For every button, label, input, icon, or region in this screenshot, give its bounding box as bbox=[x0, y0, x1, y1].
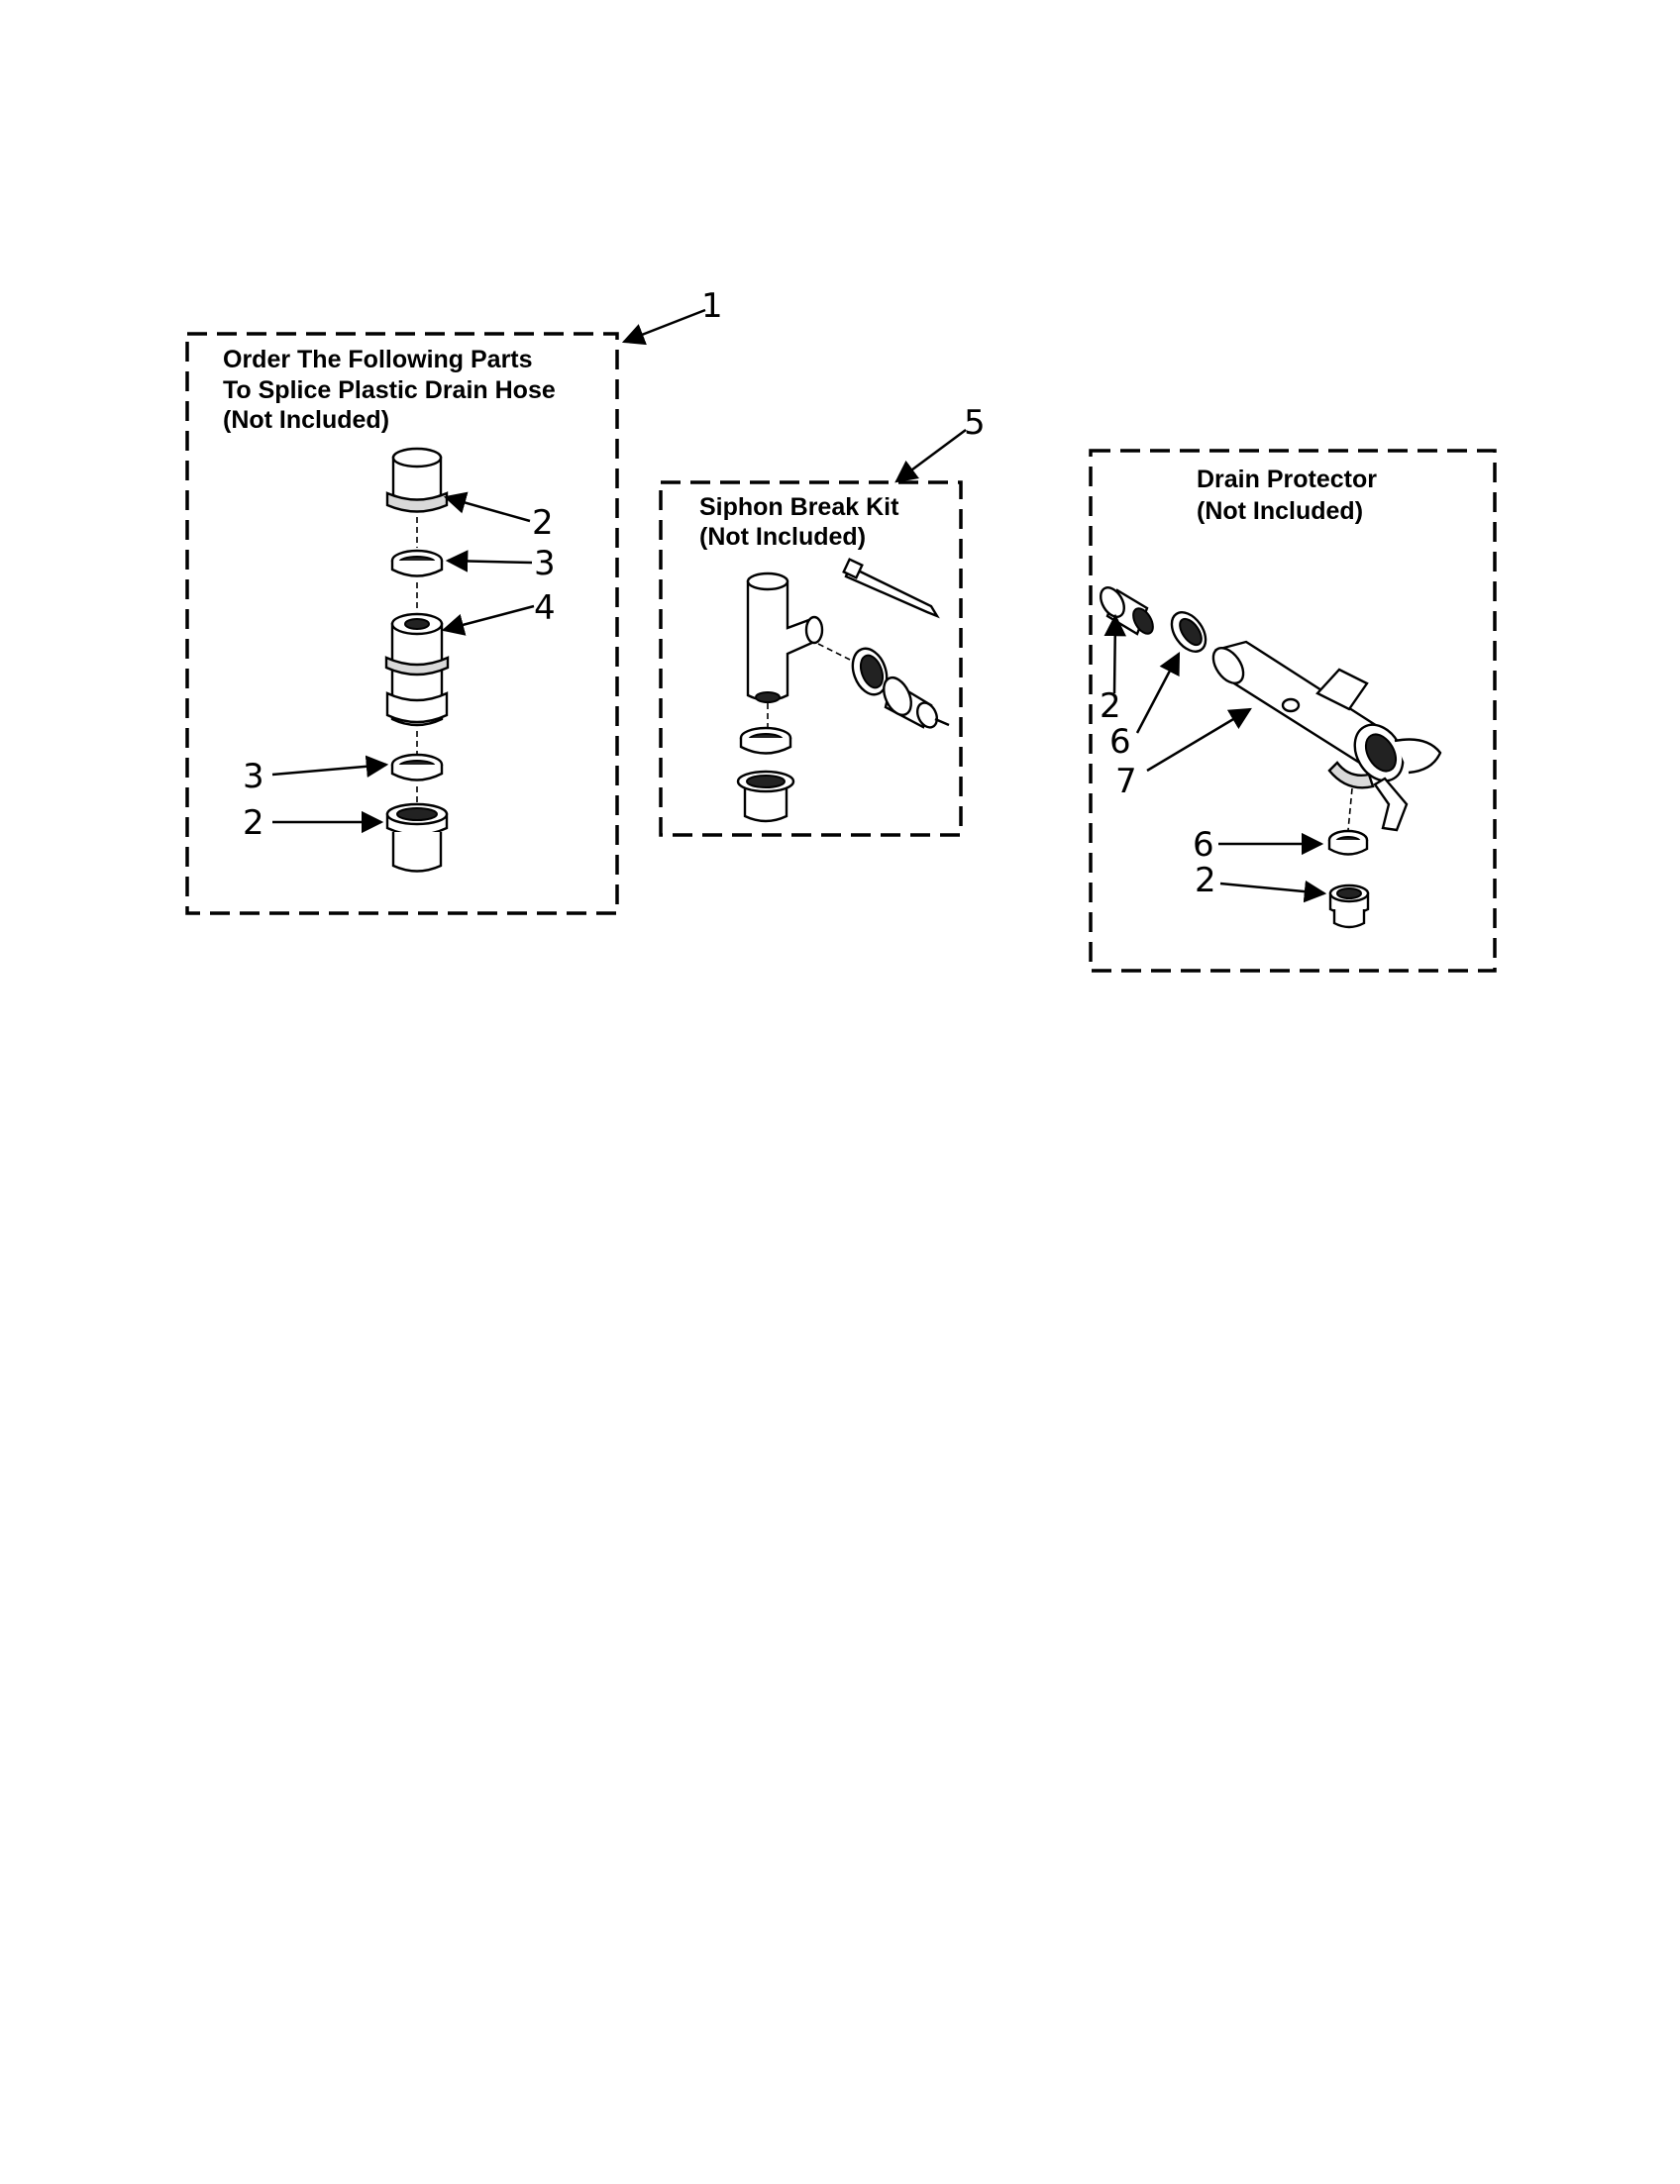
siphon-group-frame bbox=[659, 480, 963, 837]
protector-title-line-1: Drain Protector bbox=[1197, 466, 1377, 493]
protector-hose-fitting-bottom bbox=[1328, 884, 1370, 929]
splice-bottom-2-callout: 2 bbox=[243, 803, 264, 843]
protector-title-line-2: (Not Included) bbox=[1197, 497, 1363, 525]
protector-left-6-leader bbox=[1135, 652, 1181, 734]
protector-7-callout: 7 bbox=[1115, 762, 1137, 801]
splice-title-line-1: Order The Following Parts bbox=[223, 346, 533, 373]
protector-clamp-ring-left bbox=[1170, 611, 1208, 653]
protector-group-frame bbox=[1089, 449, 1497, 973]
siphon-hose-fitting-bottom bbox=[736, 770, 795, 823]
splice-hose-fitting-bottom bbox=[385, 802, 449, 873]
siphon-clamp-ring-side bbox=[851, 647, 889, 696]
splice-connector bbox=[384, 612, 450, 727]
protector-left-2-leader bbox=[1103, 613, 1126, 694]
siphon-group-leader bbox=[894, 428, 967, 483]
splice-parts-group: Order The Following Parts To Splice Plas… bbox=[185, 286, 723, 915]
splice-top-2-leader bbox=[443, 491, 531, 523]
drain-protector-group: Drain Protector (Not Included) bbox=[1089, 449, 1497, 973]
splice-group-frame bbox=[185, 332, 619, 915]
protector-guide-1 bbox=[1347, 787, 1353, 831]
protector-bottom-2-leader bbox=[1219, 880, 1327, 903]
siphon-clamp-ring-bottom bbox=[739, 726, 792, 755]
splice-group-callout: 1 bbox=[701, 286, 723, 326]
splice-group-leader bbox=[621, 308, 706, 346]
splice-clamp-bottom bbox=[390, 753, 444, 781]
protector-left-2-callout: 2 bbox=[1100, 686, 1121, 726]
protector-body bbox=[1211, 640, 1442, 832]
siphon-tee-fitting bbox=[746, 572, 824, 703]
splice-top-3-callout: 3 bbox=[534, 544, 556, 583]
splice-hose-fitting-top bbox=[385, 447, 449, 513]
protector-bottom-6-callout: 6 bbox=[1193, 825, 1214, 865]
protector-left-6-callout: 6 bbox=[1109, 722, 1131, 762]
splice-title-line-2: To Splice Plastic Drain Hose bbox=[223, 376, 556, 404]
splice-4-leader bbox=[441, 604, 535, 636]
splice-bottom-3-leader bbox=[271, 755, 389, 778]
siphon-hose-fitting-side bbox=[883, 676, 950, 729]
protector-clamp-ring-bottom bbox=[1327, 829, 1369, 856]
siphon-title-line-1: Siphon Break Kit bbox=[699, 493, 899, 521]
siphon-guide-1 bbox=[817, 643, 851, 661]
splice-top-2-callout: 2 bbox=[532, 503, 554, 543]
protector-bottom-2-callout: 2 bbox=[1195, 861, 1216, 900]
splice-clamp-top bbox=[390, 549, 444, 577]
siphon-title-line-2: (Not Included) bbox=[699, 523, 866, 551]
splice-4-callout: 4 bbox=[534, 588, 556, 628]
protector-7-leader bbox=[1146, 707, 1252, 773]
protector-hose-fitting-left bbox=[1100, 586, 1154, 636]
splice-title-line-3: (Not Included) bbox=[223, 406, 389, 434]
siphon-cable-tie bbox=[842, 558, 940, 619]
splice-top-3-leader bbox=[445, 550, 533, 572]
siphon-break-kit-group: Siphon Break Kit (Not Included) 5 bbox=[659, 403, 986, 837]
siphon-group-callout: 5 bbox=[964, 403, 986, 443]
splice-bottom-3-callout: 3 bbox=[243, 757, 264, 796]
